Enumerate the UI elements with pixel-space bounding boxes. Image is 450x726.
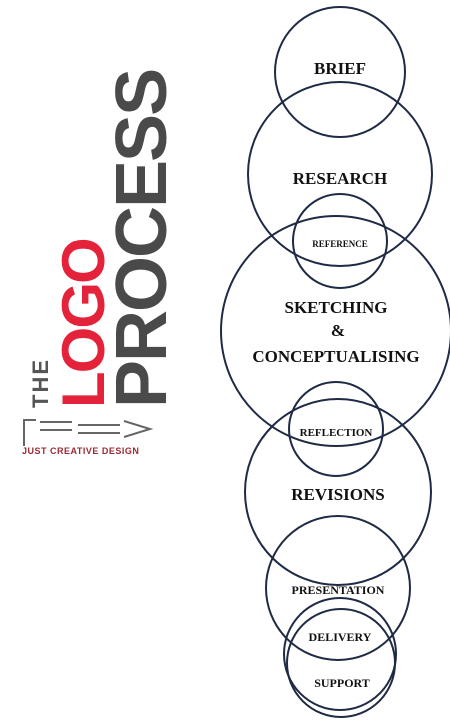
brief-circle <box>274 6 406 138</box>
delivery-label: DELIVERY <box>309 630 372 644</box>
research-circle <box>247 81 433 267</box>
revisions-label: REVISIONS <box>291 485 385 504</box>
process-word-text: PROCESS <box>102 70 182 408</box>
reflection-circle <box>288 381 384 477</box>
sketching-label-line2: & <box>331 321 345 340</box>
sketching-circle <box>220 215 450 447</box>
logo-word-text: LOGO <box>50 239 117 408</box>
research-label: RESEARCH <box>293 169 387 188</box>
revisions-circle <box>244 398 432 586</box>
sketching-label-line1: SKETCHING <box>285 298 388 317</box>
logo-block: THE LOGO PROCESS JUST CREATIVE DESIGN <box>22 70 182 456</box>
reference-circle <box>292 193 388 289</box>
support-circle <box>286 608 396 718</box>
logo-tagline: JUST CREATIVE DESIGN <box>22 446 139 456</box>
reflection-label: REFLECTION <box>300 427 373 439</box>
reference-label: REFERENCE <box>312 239 368 249</box>
presentation-label: PRESENTATION <box>292 583 385 597</box>
support-label: SUPPORT <box>314 676 370 690</box>
sketching-label-line3: CONCEPTUALISING <box>252 347 419 366</box>
presentation-circle <box>265 515 411 661</box>
stage-labels: BRIEF RESEARCH REFERENCE SKETCHING & CON… <box>252 59 419 690</box>
logo-the-text: THE <box>28 358 53 408</box>
tagline-text: JUST CREATIVE DESIGN <box>22 446 139 456</box>
logo-bracket-marks <box>23 419 154 446</box>
brief-label: BRIEF <box>314 59 366 78</box>
process-circles <box>220 6 450 718</box>
delivery-circle <box>283 597 397 711</box>
